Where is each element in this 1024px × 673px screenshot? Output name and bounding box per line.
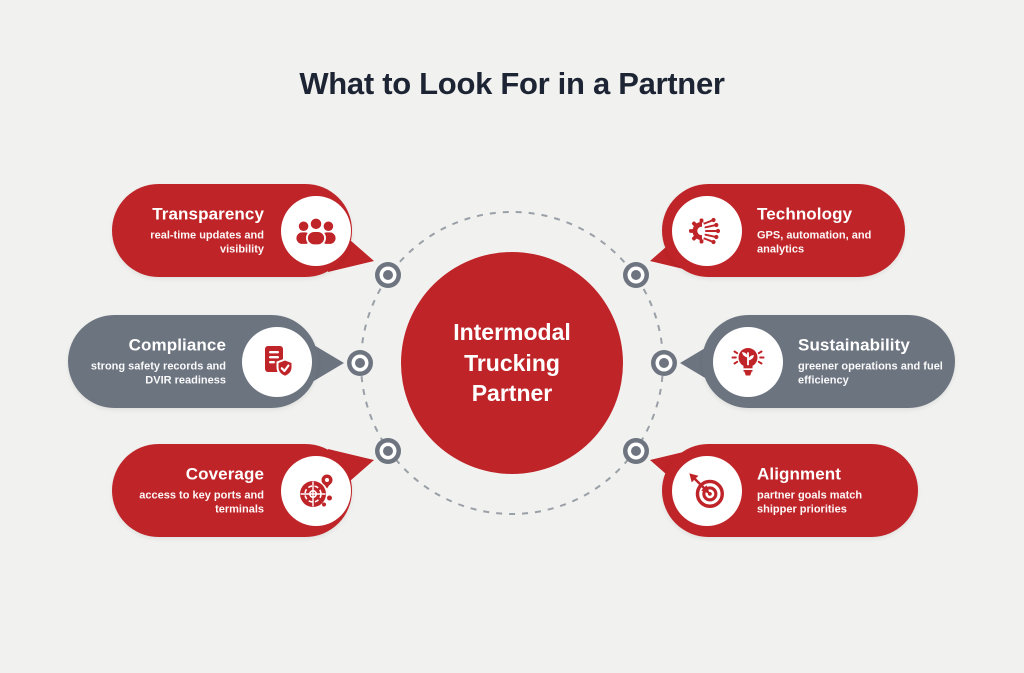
pill-coverage-subtitle: access to key ports and terminals [139, 488, 264, 516]
connector-dot-top-right [623, 262, 649, 288]
center-line-1: Intermodal [453, 319, 571, 346]
pill-alignment-subtitle: partner goals match shipper priorities [757, 488, 863, 516]
pill-sustainability-title: Sustainability [798, 334, 910, 354]
people-group-icon [295, 213, 337, 249]
pill-coverage-title: Coverage [185, 463, 264, 483]
document-shield-check-icon [257, 342, 297, 382]
lightbulb-leaf-icon [728, 342, 768, 382]
pill-transparency-text: Transparency real-time updates and visib… [112, 204, 264, 257]
pill-compliance-title: Compliance [128, 334, 226, 354]
pill-technology-text: Technology GPS, automation, and analytic… [757, 204, 897, 257]
pill-compliance-subtitle: strong safety records and DVIR readiness [90, 359, 226, 387]
pill-coverage: Coverage access to key ports and termina… [112, 444, 352, 537]
alignment-icon-circle [672, 456, 742, 526]
page-title: What to Look For in a Partner [299, 66, 725, 101]
connector-dot-bottom-left [375, 438, 401, 464]
pill-compliance: Compliance strong safety records and DVI… [68, 315, 318, 408]
pill-coverage-text: Coverage access to key ports and termina… [112, 464, 264, 517]
center-node: Intermodal Trucking Partner [401, 252, 623, 474]
compliance-icon-circle [242, 327, 312, 397]
pill-alignment-title: Alignment [757, 463, 842, 483]
pill-sustainability-subtitle: greener operations and fuel efficiency [798, 359, 943, 387]
pill-compliance-text: Compliance strong safety records and DVI… [68, 335, 226, 388]
connector-dot-top-left [375, 262, 401, 288]
pill-technology-subtitle: GPS, automation, and analytics [757, 228, 872, 256]
pill-transparency: Transparency real-time updates and visib… [112, 184, 352, 277]
connector-dot-mid-right [651, 350, 677, 376]
pill-technology-title: Technology [757, 203, 853, 223]
sustainability-icon-circle [713, 327, 783, 397]
pill-sustainability: Sustainability greener operations and fu… [702, 315, 955, 408]
transparency-icon-circle [281, 196, 351, 266]
center-line-3: Partner [471, 380, 553, 407]
center-line-2: Trucking [464, 349, 560, 376]
technology-icon-circle [672, 196, 742, 266]
connector-dot-mid-left [347, 350, 373, 376]
pill-alignment: Alignment partner goals match shipper pr… [662, 444, 918, 537]
pill-transparency-subtitle: real-time updates and visibility [150, 228, 264, 256]
gear-circuit-icon [687, 211, 727, 251]
coverage-icon-circle [281, 456, 351, 526]
target-arrow-icon [686, 470, 728, 512]
pill-alignment-text: Alignment partner goals match shipper pr… [757, 464, 899, 517]
connector-dot-bottom-right [623, 438, 649, 464]
pill-technology: Technology GPS, automation, and analytic… [662, 184, 905, 277]
pill-transparency-title: Transparency [152, 203, 264, 223]
pill-sustainability-text: Sustainability greener operations and fu… [798, 335, 943, 388]
globe-location-icon [296, 471, 336, 511]
